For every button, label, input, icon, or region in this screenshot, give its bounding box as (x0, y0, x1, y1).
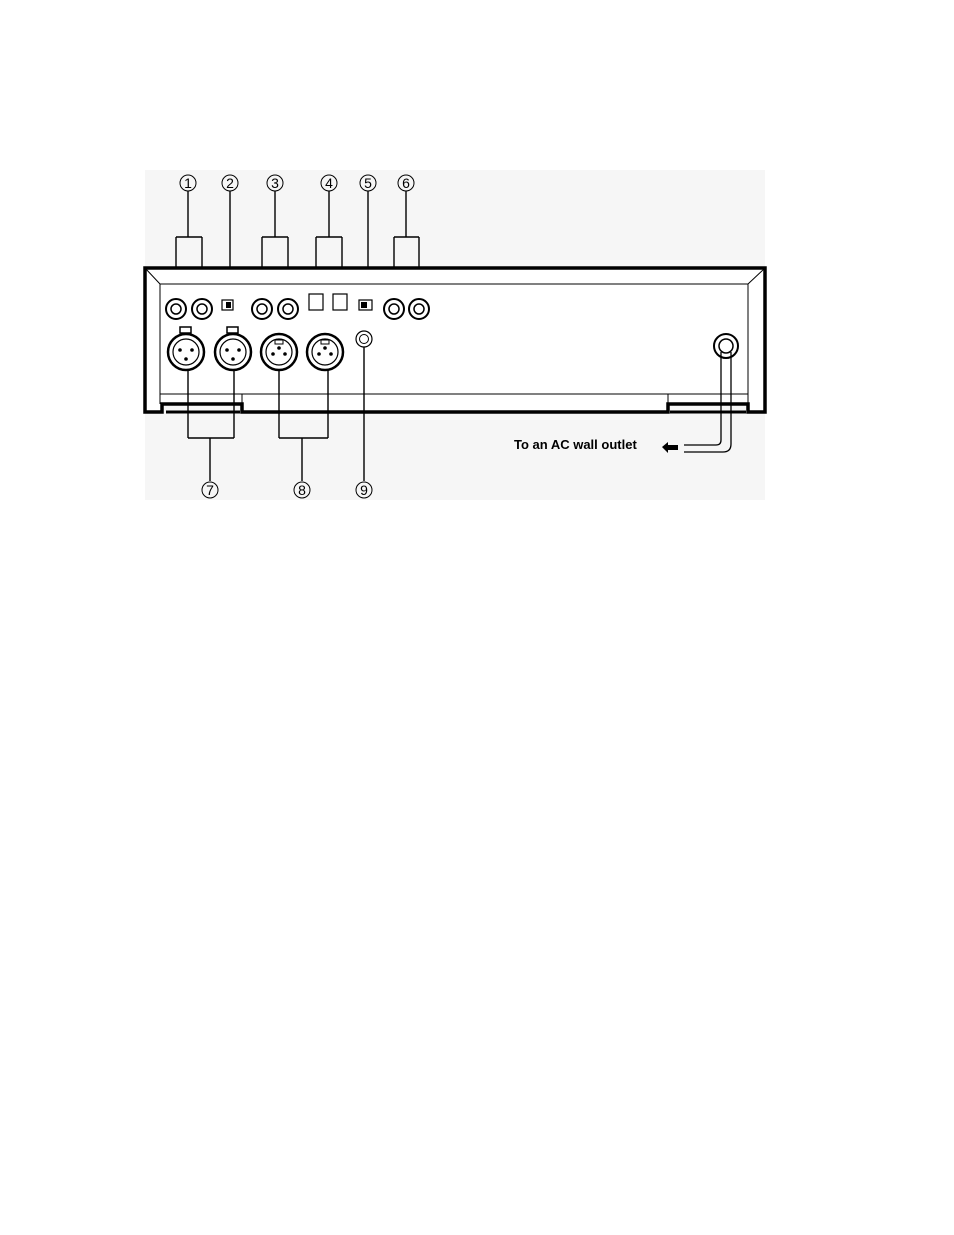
callout-7-label: 7 (206, 482, 214, 498)
optical-port-4a (309, 294, 323, 310)
callout-9-label: 9 (360, 482, 368, 498)
xlr-connector-8R (307, 334, 343, 370)
switch-5 (359, 300, 372, 310)
callout-4-label: 4 (325, 175, 333, 191)
rca-jack-3R (278, 299, 298, 319)
callout-3-label: 3 (271, 175, 279, 191)
callout-8-label: 8 (298, 482, 306, 498)
rca-jack-6R (409, 299, 429, 319)
callout-2-label: 2 (226, 175, 234, 191)
outlet-label: To an AC wall outlet (514, 437, 637, 452)
rca-jack-6L (384, 299, 404, 319)
power-cord-grommet (714, 334, 738, 358)
switch-2 (222, 300, 233, 310)
rca-jack-3L (252, 299, 272, 319)
callout-5-label: 5 (364, 175, 372, 191)
optical-port-4b (333, 294, 347, 310)
callout-6-label: 6 (402, 175, 410, 191)
rca-jack-1L (166, 299, 186, 319)
callout-1-label: 1 (184, 175, 192, 191)
xlr-connector-8L (261, 334, 297, 370)
terminal-9 (356, 331, 372, 347)
rca-jack-1R (192, 299, 212, 319)
